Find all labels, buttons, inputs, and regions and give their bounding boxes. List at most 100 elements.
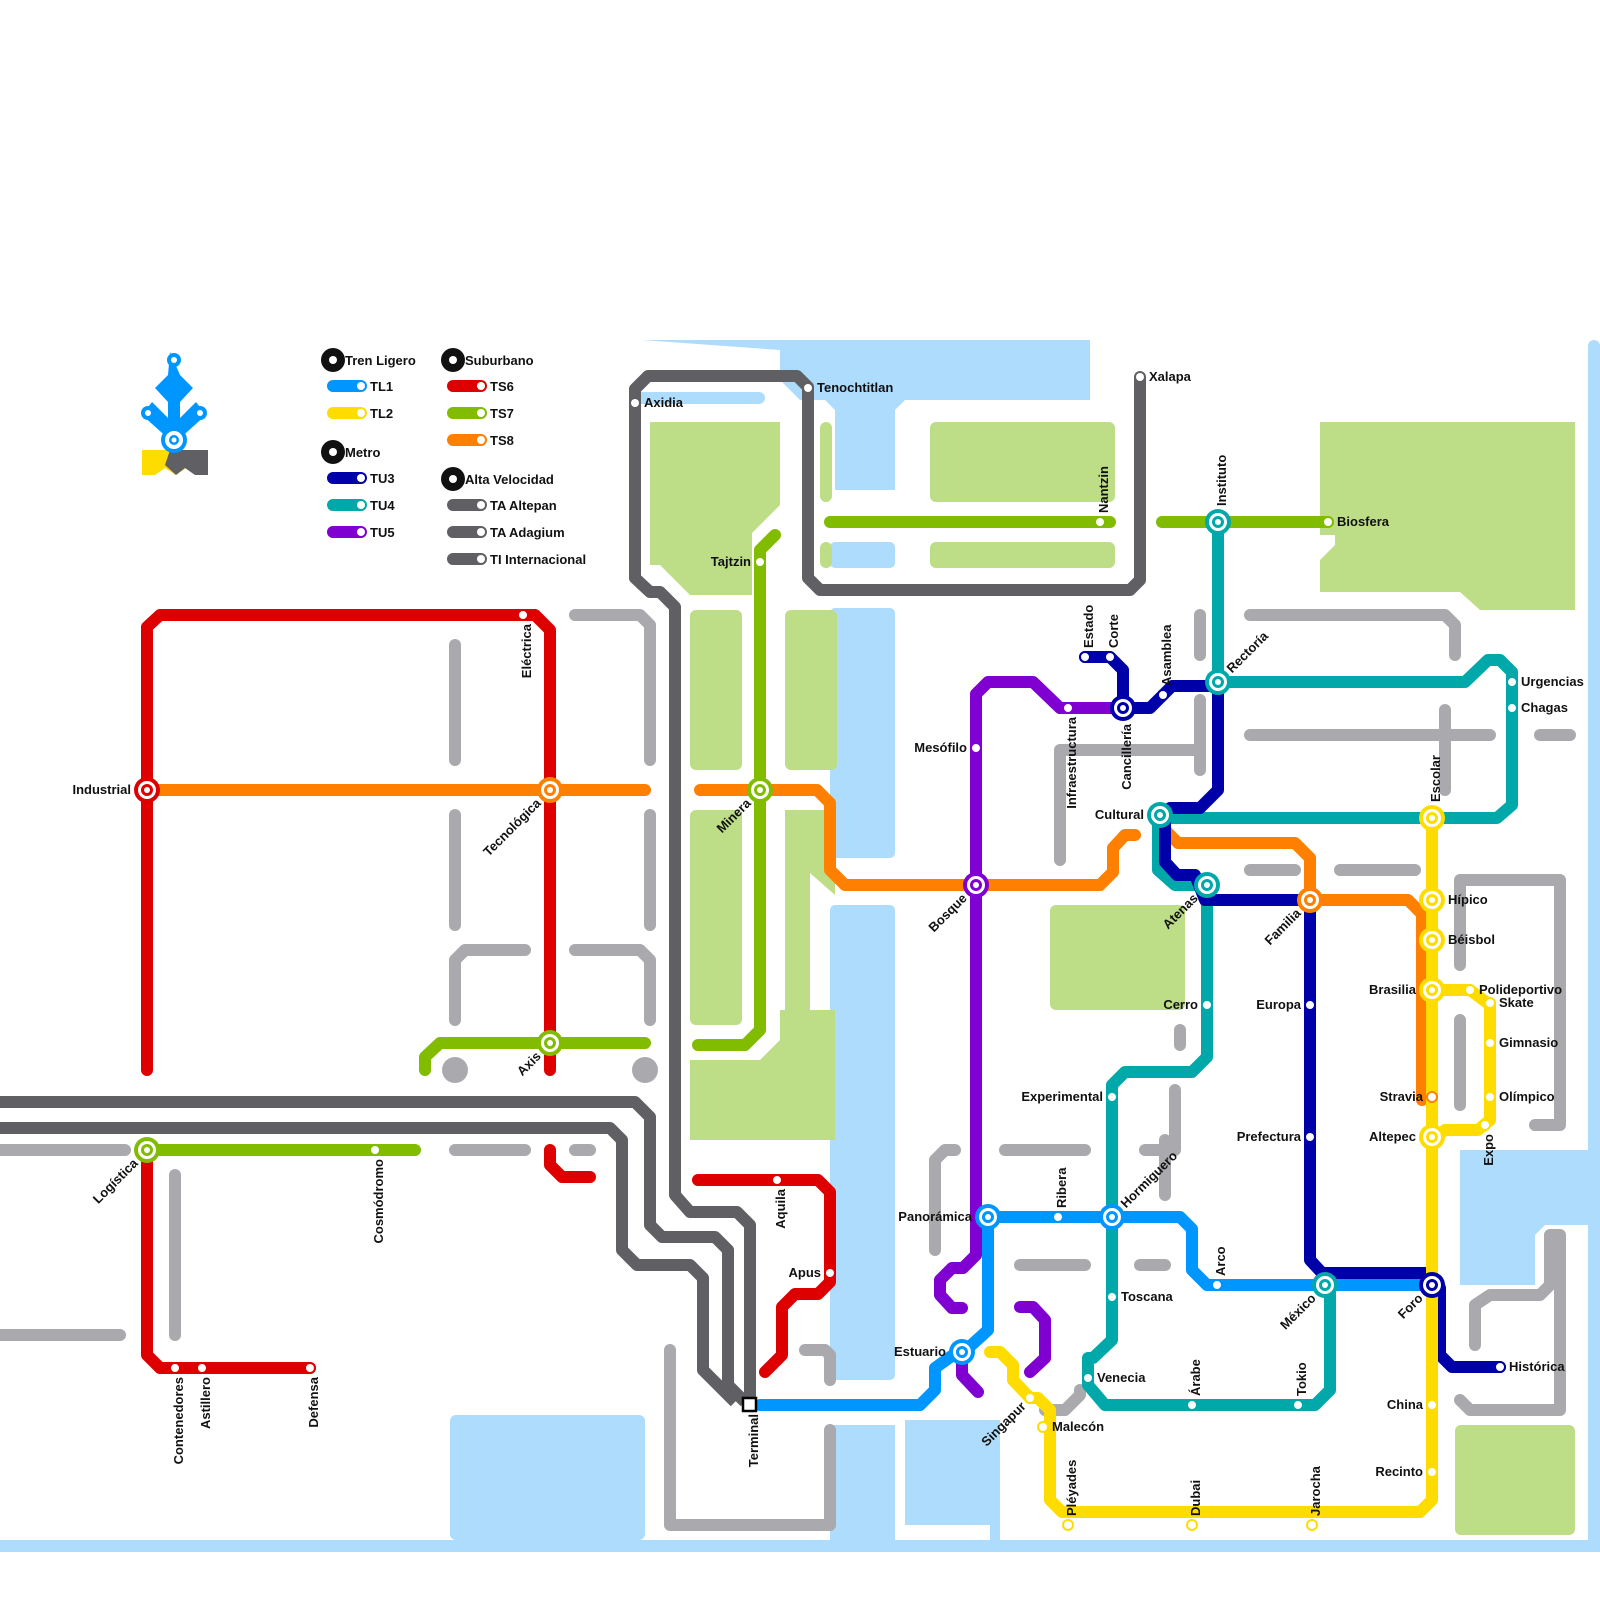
station-cultural[interactable]: Cultural [1095,802,1173,828]
high-speed-lines [0,370,1146,1407]
station-tajtzin[interactable]: Tajtzin [711,554,766,569]
station-stop-icon [1037,1421,1049,1433]
station-xalapa[interactable]: Xalapa [1134,369,1192,384]
station-stop-icon [196,1362,208,1374]
station-electrica[interactable]: Eléctrica [517,609,534,678]
legend-line-TA1[interactable]: TA Altepan [447,498,557,513]
station-beisbol[interactable]: Béisbol [1419,927,1495,953]
station-instituto[interactable]: Instituto [1205,455,1231,535]
station-experimental[interactable]: Experimental [1021,1089,1118,1104]
station-venecia[interactable]: Venecia [1082,1370,1146,1385]
station-altepec[interactable]: Altepec [1369,1124,1445,1150]
station-stravia[interactable]: Stravia [1380,1089,1438,1104]
station-stop-icon [1304,1131,1316,1143]
legend-line-TA2[interactable]: TA Adagium [447,525,565,540]
station-gimnasio[interactable]: Gimnasio [1484,1035,1558,1050]
station-dubai[interactable]: Dubai [1186,1480,1203,1531]
station-label: Biosfera [1337,514,1390,529]
station-jarocha[interactable]: Jarocha [1306,1465,1323,1531]
station-cancilleria[interactable]: Cancillería [1110,695,1136,790]
legend-line-TU3[interactable]: TU3 [327,471,395,486]
station-label: Instituto [1214,455,1229,506]
station-biosfera[interactable]: Biosfera [1322,514,1390,529]
station-label: Altepec [1369,1129,1416,1144]
station-toscana[interactable]: Toscana [1106,1289,1174,1304]
legend-line-TU4[interactable]: TU4 [327,498,395,513]
station-hipico[interactable]: Hípico [1419,887,1488,913]
station-label: Cultural [1095,807,1144,822]
interchange-center [973,882,979,888]
station-axis[interactable]: Axis [514,1030,563,1079]
streets [0,609,1576,1531]
station-cosmodromo[interactable]: Cosmódromo [369,1144,386,1244]
station-tokio[interactable]: Tokio [1292,1362,1309,1411]
station-axidia[interactable]: Axidia [629,395,684,410]
station-apus[interactable]: Apus [789,1265,836,1280]
station-defensa[interactable]: Defensa [304,1362,321,1428]
legend-line-TL2[interactable]: TL2 [327,406,393,421]
station-contenedores[interactable]: Contenedores [169,1362,186,1464]
legend-line-TU5[interactable]: TU5 [327,525,395,540]
interchange-center [1429,1134,1435,1140]
terminal-station-marker[interactable] [741,1396,758,1413]
station-polideportivo[interactable]: Polideportivo [1464,982,1562,997]
station-chagas[interactable]: Chagas [1506,700,1568,715]
station-label: China [1387,1397,1424,1412]
park-areas [650,422,1575,1535]
station-estuario[interactable]: Estuario [894,1339,975,1365]
station-prefectura[interactable]: Prefectura [1237,1129,1316,1144]
station-ribera[interactable]: Ribera [1052,1167,1069,1223]
station-stop-icon [1201,999,1213,1011]
legend-line-TI[interactable]: TI Internacional [447,552,586,567]
station-nantzin[interactable]: Nantzin [1094,466,1111,528]
water-bottom [0,1540,1600,1552]
station-label: Tokio [1294,1362,1309,1396]
station-arabe[interactable]: Árabe [1186,1359,1203,1411]
interchange-center [1204,882,1210,888]
station-escolar[interactable]: Escolar [1419,755,1445,831]
line-swatch-end [357,474,365,482]
station-terminal[interactable]: Terminal [746,1414,761,1467]
station-label: Chagas [1521,700,1568,715]
station-mesofilo[interactable]: Mesófilo [914,740,982,755]
station-label: México [1277,1291,1319,1333]
line-swatch-end [357,409,365,417]
station-estado[interactable]: Estado [1079,605,1096,663]
station-arco[interactable]: Arco [1211,1246,1228,1291]
legend-line-TS7[interactable]: TS7 [447,406,514,421]
station-expo[interactable]: Expo [1479,1119,1496,1166]
station-pleyades[interactable]: Pléyades [1062,1460,1079,1531]
station-industrial[interactable]: Industrial [72,777,160,803]
station-tenochtitlan[interactable]: Tenochtitlan [802,380,893,395]
station-label: Dubai [1188,1480,1203,1516]
station-europa[interactable]: Europa [1256,997,1316,1012]
station-recinto[interactable]: Recinto [1375,1464,1438,1479]
station-olimpico[interactable]: Olímpico [1484,1089,1555,1104]
interchange-center [1429,987,1435,993]
station-stop-icon [1082,1372,1094,1384]
station-historica[interactable]: Histórica [1494,1359,1565,1374]
station-aquila[interactable]: Aquila [771,1174,788,1229]
legend-line-TS6[interactable]: TS6 [447,379,514,394]
mode-icon-center [329,448,337,456]
station-infraestructura[interactable]: Infraestructura [1062,702,1079,809]
station-malecon[interactable]: Malecón [1037,1419,1104,1434]
station-china[interactable]: China [1387,1397,1438,1412]
station-asamblea[interactable]: Asamblea [1157,624,1174,701]
station-stop-icon [754,556,766,568]
water-small [830,542,895,568]
legend-line-TS8[interactable]: TS8 [447,433,514,448]
station-corte[interactable]: Corte [1104,614,1121,663]
line-swatch-end [357,382,365,390]
legend-line-TL1[interactable]: TL1 [327,379,393,394]
station-brasilia[interactable]: Brasilia [1369,977,1445,1003]
station-skate[interactable]: Skate [1484,995,1534,1010]
station-cerro[interactable]: Cerro [1163,997,1213,1012]
line-ta-west-2 [0,1122,740,1407]
station-urgencias[interactable]: Urgencias [1506,674,1584,689]
station-stop-icon [1484,1091,1496,1103]
station-panoramica[interactable]: Panorámica [898,1204,1001,1230]
station-label: Axidia [644,395,684,410]
station-astillero[interactable]: Astillero [196,1362,213,1429]
